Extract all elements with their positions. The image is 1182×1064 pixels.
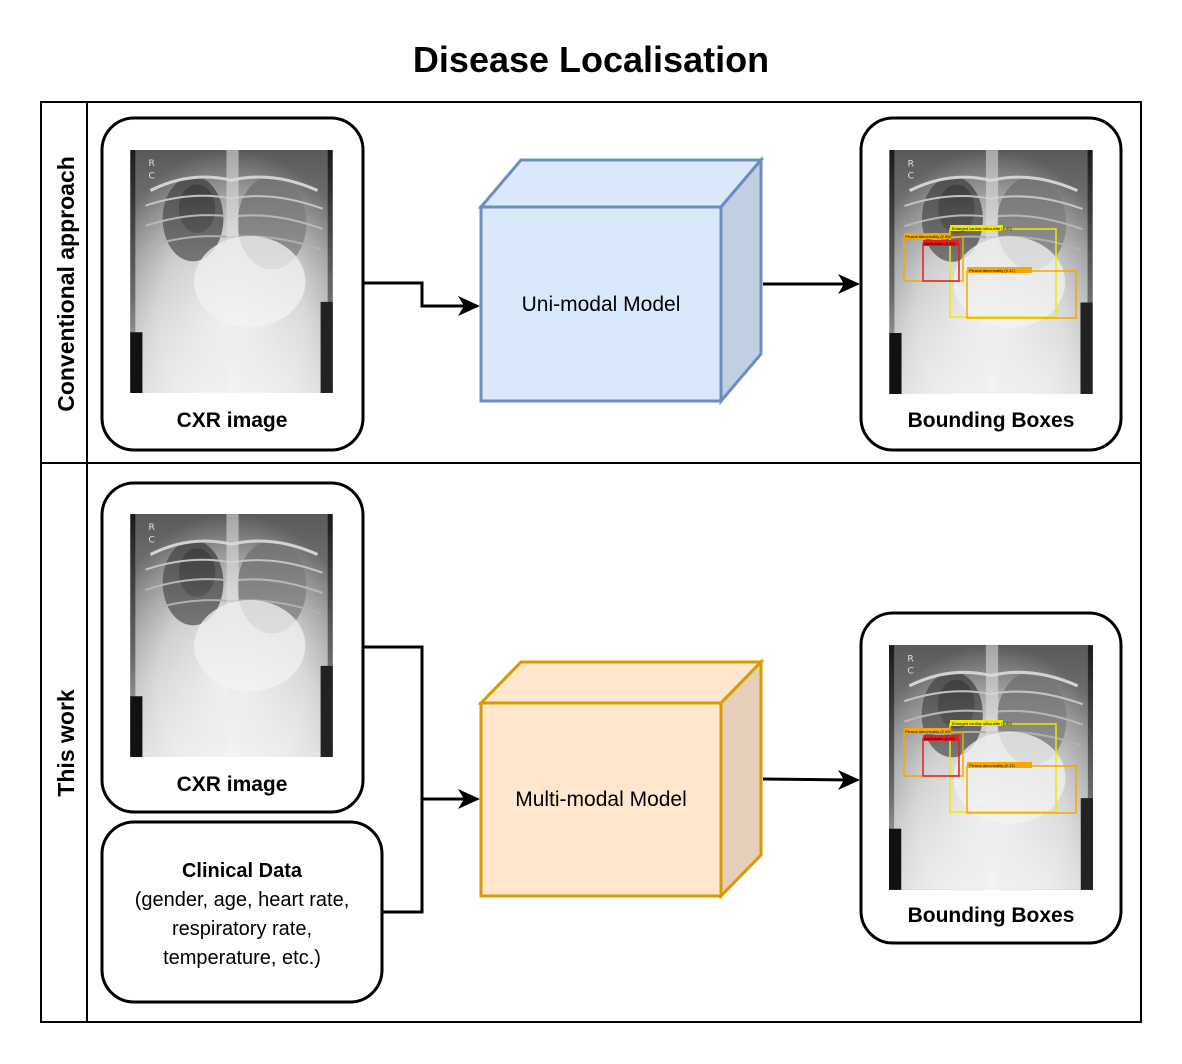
cxr-caption: CXR image: [177, 409, 288, 432]
row-label-this-work: This work: [53, 689, 79, 797]
arrow-multi-model-to-output: [762, 777, 853, 782]
bbox-label-red: Atelectasis (0.99): [924, 736, 956, 741]
uni-modal-model-box: Uni-modal Model: [477, 155, 765, 406]
bbox-label-cardiac: Enlarged cardiac silhouette (1.00): [952, 226, 1012, 231]
bbox-label-pleural-right: Pleural abnormality (0.12): [969, 763, 1015, 768]
connector-cxr-to-merge: [363, 645, 424, 800]
clinical-data-title: Clinical Data: [182, 860, 303, 882]
connector-clinical-to-merge: [382, 798, 424, 914]
cxr-input-card: CXR image: [100, 116, 365, 452]
clinical-data-card: Clinical Data (gender, age, heart rate, …: [100, 820, 384, 1004]
clinical-data-line: respiratory rate,: [172, 918, 312, 940]
bbox-label-pleural-left: Pleural abnormality (0.99): [905, 729, 951, 734]
clinical-data-line: temperature, etc.): [163, 947, 321, 969]
bbox-label-pleural-left: Pleural abnormality (0.99): [905, 234, 951, 239]
arrowhead: [838, 770, 860, 790]
bbox-label-pleural-right: Pleural abnormality (0.12): [969, 268, 1015, 273]
row-label-conventional: Conventional approach: [53, 156, 79, 412]
cxr-input-card: CXR image: [100, 481, 365, 814]
clinical-data-line: (gender, age, heart rate,: [135, 889, 350, 911]
multi-modal-model-label: Multi-modal Model: [515, 788, 687, 811]
diagram-title: Disease Localisation: [413, 39, 769, 80]
bounding-boxes-caption: Bounding Boxes: [908, 904, 1075, 927]
cxr-image: [130, 514, 333, 757]
bounding-boxes-output-card: Enlarged cardiac silhouette (1.00) Pleur…: [859, 611, 1123, 945]
multi-modal-model-box: Multi-modal Model: [477, 658, 765, 900]
cxr-caption: CXR image: [177, 773, 288, 796]
arrowhead: [458, 296, 480, 316]
bbox-label-cardiac: Enlarged cardiac silhouette (1.00): [952, 721, 1012, 726]
outer-frame: [40, 101, 1142, 1023]
arrowhead: [838, 274, 860, 294]
cxr-image: [130, 150, 333, 393]
arrow-cxr-to-uni-model: [363, 281, 474, 308]
bbox-label-red: Atelectasis (0.99): [924, 241, 956, 246]
bounding-boxes-caption: Bounding Boxes: [908, 409, 1075, 432]
arrowhead: [458, 789, 480, 809]
uni-modal-model-label: Uni-modal Model: [522, 293, 681, 316]
bounding-boxes-output-card: Enlarged cardiac silhouette (1.00) Pleur…: [859, 116, 1123, 452]
